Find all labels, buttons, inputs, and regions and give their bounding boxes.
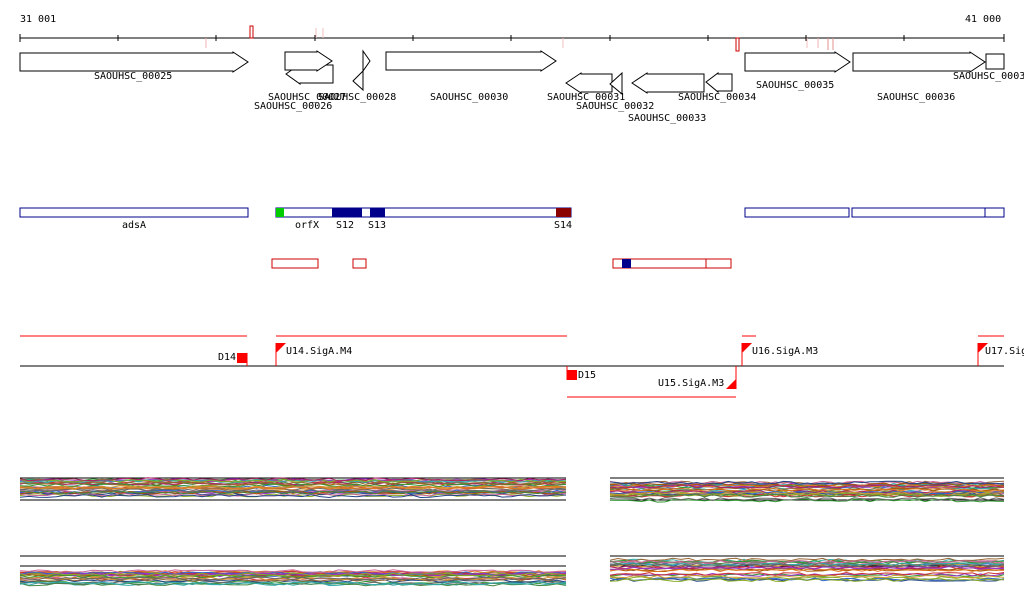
regulatory-label[interactable]: D14	[218, 352, 237, 363]
regulatory-label[interactable]: U17.Sig	[985, 346, 1024, 357]
expression-trace	[609, 480, 1005, 485]
expression-trace	[19, 485, 566, 490]
expression-trace	[19, 477, 567, 482]
expression-trace	[19, 493, 567, 498]
gene-label[interactable]: SAOUHSC_00035	[756, 80, 835, 91]
expression-trace	[609, 574, 1005, 579]
segment-label[interactable]: adsA	[122, 220, 147, 231]
expression-trace	[609, 557, 1005, 562]
gene-label[interactable]: SAOUHSC_00032	[576, 101, 655, 112]
gene-arrow[interactable]	[284, 50, 333, 72]
expression-trace	[609, 562, 1005, 567]
expression-trace	[609, 484, 1005, 489]
expression-trace	[609, 497, 1005, 502]
segment-label[interactable]: S14	[554, 220, 573, 231]
expression-trace	[19, 490, 567, 495]
regulatory-label[interactable]: U14.SigA.M4	[286, 346, 353, 357]
gene-label[interactable]: SAOUHSC_00030	[430, 92, 509, 103]
expression-trace	[609, 559, 1005, 564]
expression-trace	[19, 572, 567, 577]
gene-label[interactable]: SAOUHSC_00027	[268, 92, 347, 103]
gene-arrow[interactable]	[852, 51, 986, 73]
gene-arrow[interactable]	[705, 72, 733, 94]
gene-box[interactable]	[985, 53, 1005, 70]
axis-end-label: 41 000	[965, 14, 1002, 25]
feature-box-track	[271, 258, 732, 269]
regulatory-label[interactable]: U15.SigA.M3	[658, 378, 725, 389]
axis-start-label: 31 001	[20, 14, 57, 25]
expression-trace	[19, 481, 567, 486]
gene-arrow[interactable]	[565, 72, 613, 94]
gene-arrow[interactable]	[352, 69, 364, 92]
regulatory-track	[20, 335, 1004, 398]
expression-trace	[19, 481, 567, 486]
gene-label[interactable]: SAOUHSC_00025	[94, 71, 173, 82]
expression-trace	[609, 563, 1005, 568]
coordinate-ruler	[19, 25, 1005, 52]
gene-label[interactable]: SAOUHSC_00033	[628, 113, 707, 124]
gene-label[interactable]: SAOUHSC_00036	[877, 92, 956, 103]
expression-trace	[609, 493, 1005, 498]
expression-trace	[19, 581, 567, 586]
gene-label[interactable]: SAOUHSC_00031	[547, 92, 626, 103]
gene-label[interactable]: SAOUHSC_00026	[254, 101, 333, 112]
expression-profile-panels	[19, 477, 1005, 587]
gene-arrow[interactable]	[19, 51, 249, 73]
gene-arrow[interactable]	[609, 71, 623, 96]
expression-trace	[609, 568, 1005, 573]
expression-trace	[609, 491, 1005, 496]
gene-arrow[interactable]	[362, 49, 371, 73]
expression-trace	[19, 490, 567, 495]
gene-arrow[interactable]	[631, 72, 705, 94]
gene-arrow[interactable]	[385, 50, 557, 72]
expression-trace	[19, 494, 567, 499]
expression-trace	[19, 576, 567, 581]
expression-trace	[609, 488, 1005, 492]
regulatory-label[interactable]: D15	[578, 370, 597, 381]
gene-label[interactable]: SAOUHSC_00028	[318, 92, 397, 103]
regulatory-label[interactable]: U16.SigA.M3	[752, 346, 819, 357]
expression-trace	[19, 569, 566, 574]
expression-trace	[609, 578, 1005, 583]
segment-label[interactable]: S13	[368, 220, 387, 231]
gene-track	[19, 49, 1005, 96]
gene-arrow[interactable]	[744, 51, 851, 73]
gene-label[interactable]: SAOUHSC_0003	[953, 71, 1024, 82]
segment-track	[19, 207, 1005, 218]
expression-trace	[19, 488, 567, 493]
gene-label[interactable]: SAOUHSC_00034	[678, 92, 757, 103]
segment-label[interactable]: S12	[336, 220, 355, 231]
expression-trace	[19, 578, 567, 583]
expression-trace	[609, 480, 1005, 485]
segment-label[interactable]: orfX	[295, 220, 320, 231]
